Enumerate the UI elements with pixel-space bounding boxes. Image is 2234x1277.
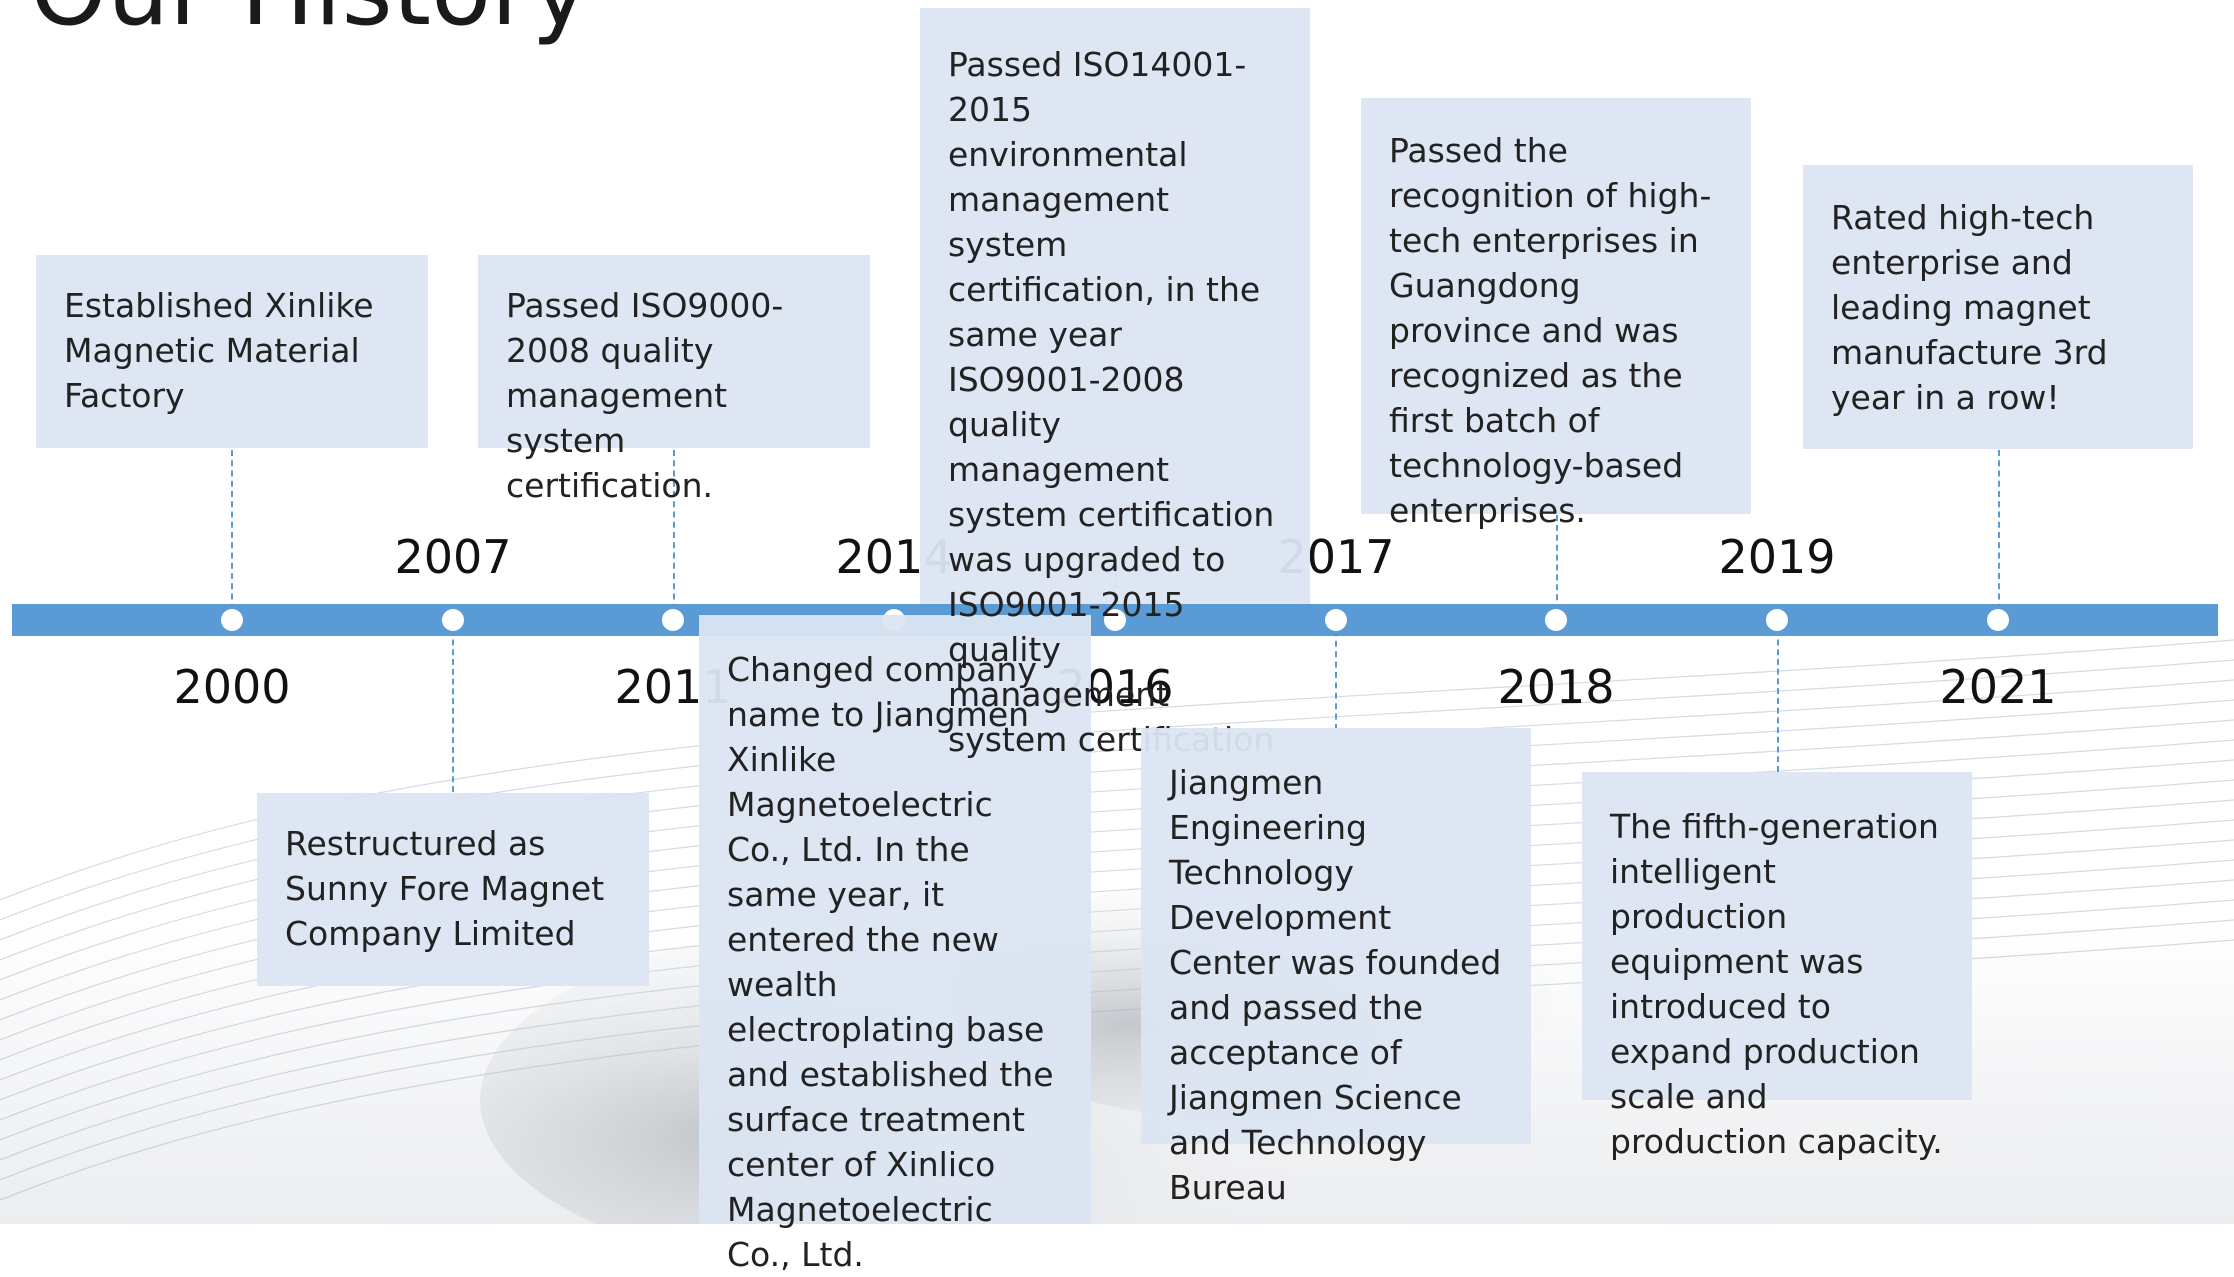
timeline-dot-2000	[221, 609, 243, 631]
timeline-dot-2017	[1325, 609, 1347, 631]
connector-2011	[673, 450, 675, 620]
connector-2019	[1777, 620, 1779, 772]
event-box-2021: Rated high-tech enterprise and leading m…	[1803, 165, 2193, 449]
timeline-dot-2007	[442, 609, 464, 631]
timeline-dot-2011	[662, 609, 684, 631]
event-box-2000: Established Xinlike Magnetic Material Fa…	[36, 255, 428, 448]
event-box-2016: Passed ISO14001-2015 environmental manag…	[920, 8, 1310, 759]
connector-2021	[1998, 450, 2000, 620]
event-box-2007: Restructured as Sunny Fore Magnet Compan…	[257, 793, 649, 986]
connector-2007	[452, 620, 454, 792]
connector-2018	[1556, 515, 1558, 620]
event-text-2021: Rated high-tech enterprise and leading m…	[1831, 198, 2108, 417]
event-box-2019: The fifth-generation intelligent product…	[1582, 772, 1972, 1161]
event-box-2014: Changed company name to Jiangmen Xinlike…	[699, 615, 1091, 1274]
timeline-dot-2019	[1766, 609, 1788, 631]
event-text-2000: Established Xinlike Magnetic Material Fa…	[64, 286, 374, 415]
connector-2000	[231, 450, 233, 620]
event-text-2017: Jiangmen Engineering Technology Developm…	[1169, 763, 1502, 1207]
year-label-2021: 2021	[1939, 660, 2057, 714]
timeline-dot-2021	[1987, 609, 2009, 631]
event-box-2017: Jiangmen Engineering Technology Developm…	[1141, 728, 1531, 1207]
year-label-2007: 2007	[394, 530, 512, 584]
event-text-2011: Passed ISO9000-2008 quality management s…	[506, 286, 784, 505]
event-text-2019: The fifth-generation intelligent product…	[1610, 807, 1943, 1161]
connector-2017	[1335, 620, 1337, 730]
event-text-2018: Passed the recognition of high-tech ente…	[1389, 131, 1712, 530]
year-label-2000: 2000	[173, 660, 291, 714]
event-box-2018: Passed the recognition of high-tech ente…	[1361, 98, 1751, 530]
timeline-dot-2016	[1104, 609, 1126, 631]
year-label-2019: 2019	[1718, 530, 1836, 584]
event-box-2011: Passed ISO9000-2008 quality management s…	[478, 255, 870, 505]
event-text-2007: Restructured as Sunny Fore Magnet Compan…	[285, 824, 605, 953]
event-text-2016: Passed ISO14001-2015 environmental manag…	[948, 45, 1275, 759]
page-title: Our History	[30, 0, 589, 40]
year-label-2018: 2018	[1497, 660, 1615, 714]
timeline-dot-2018	[1545, 609, 1567, 631]
